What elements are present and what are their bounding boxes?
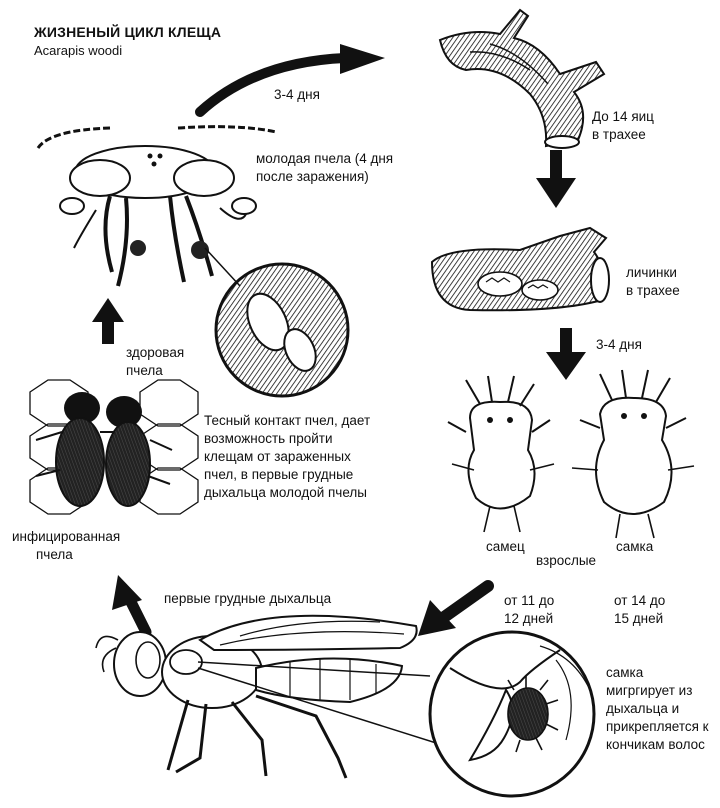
label-young-bee-line2: после заражения) [256,168,369,185]
label-young-bee-line1: молодая пчела (4 дня [256,150,393,167]
label-female-days-line2: 15 дней [614,610,663,627]
infected-bees-illustration [30,380,198,514]
label-female: самка [616,538,653,555]
label-adults: взрослые [536,552,596,569]
arrow-to-infected [112,575,146,632]
arrow-larvae-to-adults [546,328,586,380]
magnified-trachea-circle [205,248,348,396]
trachea-larvae-illustration [432,228,609,310]
label-contact-line5: дыхальца молодой пчелы [204,484,367,501]
label-contact-line2: возможность пройти [204,430,333,447]
label-infected-line2: пчела [36,546,73,563]
arrow-eggs-to-larvae [536,150,576,208]
label-contact-line3: клещам от зараженных [204,448,351,465]
label-larvae-line2: в трахее [626,282,680,299]
male-mite-illustration [448,376,554,532]
magnified-spiracle-circle [430,632,594,796]
adult-bee-illustration [96,616,452,778]
label-migrate-line3: дыхальца и [606,700,679,717]
label-healthy-line2: пчела [126,362,163,379]
young-bee-illustration [38,127,276,286]
label-male: самец [486,538,525,555]
female-mite-illustration [572,370,694,538]
label-female-days-line1: от 14 до [614,592,665,609]
label-contact-line4: пчел, в первые грудные [204,466,353,483]
label-days-top: 3-4 дня [274,86,320,103]
label-eggs-line2: в трахее [592,126,646,143]
label-days-mid: 3-4 дня [596,336,642,353]
trachea-eggs-illustration [440,10,604,148]
arrow-to-young-bee [92,298,124,344]
label-larvae-line1: личинки [626,264,677,281]
label-male-days-line2: 12 дней [504,610,553,627]
arrow-adults-to-bee [418,586,488,636]
label-eggs-line1: До 14 яиц [592,108,654,125]
label-infected-line1: инфицированная [12,528,120,545]
label-contact-line1: Тесный контакт пчел, дает [204,412,370,429]
label-migrate-line4: прикрепляется к [606,718,709,735]
diagram-title: ЖИЗНЕНЫЙ ЦИКЛ КЛЕЩА [34,24,221,41]
species-name: Acarapis woodi [34,42,122,59]
label-spiracles: первые грудные дыхальца [164,590,331,607]
label-migrate-line1: самка [606,664,643,681]
label-male-days-line1: от 11 до [504,592,554,609]
label-healthy-line1: здоровая [126,344,184,361]
label-migrate-line2: мигргирует из [606,682,692,699]
label-migrate-line5: кончикам волос [606,736,705,753]
